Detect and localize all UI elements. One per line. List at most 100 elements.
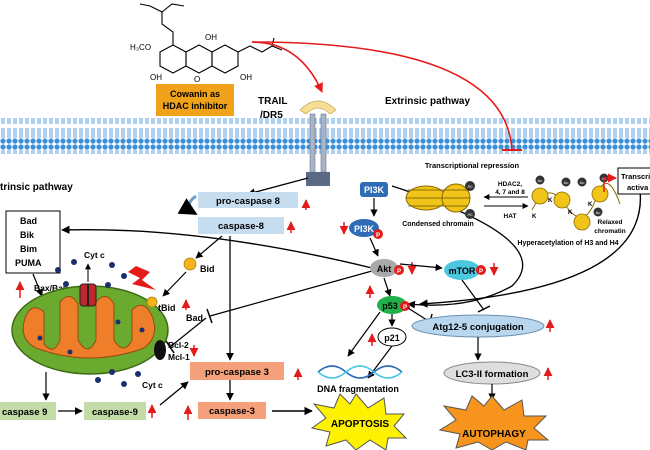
caspase8-to-bid-arrow — [195, 235, 223, 259]
transcription-activation-to-p53-arrow — [419, 189, 642, 308]
lysine-mark-3: K — [588, 202, 593, 208]
cowanin-to-receptor-arrow — [251, 41, 323, 93]
bik-label: Bik — [20, 230, 35, 240]
receptor-to-procaspase8-arrow — [247, 177, 309, 196]
lightning-bolt-icon — [128, 266, 156, 290]
transcription-activation-box — [617, 167, 650, 195]
methoxy-label: H₃CO — [130, 43, 151, 52]
autophagy-burst — [438, 395, 550, 450]
mtor-phospho — [476, 265, 486, 275]
atg-inhibition-bar — [477, 305, 491, 313]
mtor-label: mTOR — [449, 266, 476, 276]
pi3k-phospho — [373, 229, 383, 239]
lc3-label: LC3-II formation — [456, 369, 529, 380]
bad-inhibition-bar — [206, 308, 213, 324]
ketone-label: O — [194, 75, 200, 84]
cyt-c-bottom-label: Cyt c — [142, 380, 163, 390]
hyperacetylation-label: Hyperacetylation of H3 and H4 — [517, 240, 618, 247]
mtor-to-atg-inhibition — [461, 279, 485, 311]
cowanin-label-box — [156, 84, 234, 116]
bid-label: Bid — [200, 264, 215, 274]
caspase9-to-procaspase3-arrow — [159, 381, 189, 406]
bcl2-channel — [154, 340, 166, 360]
tbid-circle — [146, 296, 158, 308]
pro-caspase-9-box — [0, 402, 56, 420]
intrinsic-pathway-label: trinsic pathway — [0, 182, 73, 193]
ac-mark-5: Ac — [580, 180, 585, 185]
caspase-9-box — [84, 402, 146, 420]
relaxed-chromatin-label-line1: Relaxed — [598, 219, 623, 226]
bid-to-tbid-arrow — [162, 271, 187, 297]
pro-caspase-3-box — [190, 362, 284, 380]
oh-label-right: OH — [240, 73, 252, 82]
dna-fragmentation-label: DNA fragmentation — [317, 384, 399, 394]
mtor-ellipse — [444, 260, 480, 280]
caspase-8-box — [198, 217, 284, 234]
atg-label: Atg12-5 conjugation — [432, 322, 524, 333]
bid-circle — [183, 257, 197, 271]
trail-label: TRAIL — [258, 96, 287, 107]
condensed-chromatin-icon — [405, 181, 475, 219]
p53-ellipse — [377, 296, 407, 314]
pi3k-top-box — [360, 182, 388, 197]
tbid-label: tBid — [158, 303, 176, 313]
cowanin-label-line2: HDAC inhibitor — [163, 101, 228, 111]
bh3-proteins-box — [5, 210, 61, 274]
akt-phospho — [394, 265, 404, 275]
p53-phospho — [400, 301, 410, 311]
oh-label-left: OH — [150, 73, 162, 82]
bh3-to-mito-arrow — [32, 273, 43, 297]
lysine-mark-4: K — [532, 214, 537, 220]
cyt-c-top-label: Cyt c — [84, 250, 105, 260]
akt-phospho-label: P — [397, 269, 401, 275]
bad-label-box: Bad — [20, 216, 37, 226]
dr5-label: /DR5 — [260, 110, 283, 121]
lysine-mark-2: K — [568, 210, 573, 216]
transcription-activation-line1: Transcri — [621, 172, 650, 181]
cowanin-label-line1: Cowanin as — [170, 89, 220, 99]
puma-label: PUMA — [15, 258, 42, 268]
pro-caspase-3-label: pro-caspase 3 — [205, 367, 269, 378]
apoptosis-burst — [310, 393, 408, 450]
ac-mark-2: Ac — [467, 212, 473, 217]
pi3k-ellipse — [349, 219, 379, 237]
cowanin-to-hdac-line — [251, 41, 513, 151]
oh-label-top: OH — [205, 33, 217, 42]
hdac-label-line2: 4, 7 and 8 — [495, 189, 525, 196]
p53-to-dna-arrow — [347, 311, 381, 357]
akt-to-bad-inhibition — [209, 270, 373, 317]
p53-phospho-label: P — [403, 305, 407, 311]
pi3k-to-akt-arrow — [369, 237, 379, 257]
transcriptional-repression-label: Transcriptional repression — [425, 161, 520, 170]
relaxed-chromatin-icon — [531, 173, 621, 231]
dna-helix-icon — [317, 365, 403, 379]
ac-mark-4: Ac — [564, 180, 569, 185]
trail-ligand — [299, 100, 337, 115]
transcription-activation-line2: activa — [627, 183, 649, 192]
pro-caspase-9-label: caspase 9 — [2, 407, 47, 418]
transcription-activation-arrow — [603, 173, 617, 192]
caspase-8-label: caspase-8 — [218, 221, 264, 232]
extrinsic-pathway-label: Extrinsic pathway — [385, 96, 470, 107]
ac-mark-1: Ac — [467, 184, 473, 189]
mitochondrial-cristae — [22, 296, 156, 359]
condensed-chromatin-label: Condensed chromain — [402, 221, 474, 228]
death-domain — [306, 172, 330, 186]
akt-to-bh3-arrow — [61, 225, 373, 269]
mtor-phospho-label: P — [479, 269, 483, 275]
autophagy-label: AUTOPHAGY — [462, 429, 526, 440]
lysine-mark-1: K — [548, 198, 553, 204]
caspase8-activation-curve — [177, 194, 198, 216]
bcl2-label: Bcl-2 — [168, 340, 189, 350]
dr5-receptor-right — [320, 113, 327, 173]
hdac-label-line1: HDAC2, — [498, 181, 522, 188]
ac-mark-3: Ac — [538, 178, 543, 183]
akt-ellipse — [370, 259, 398, 277]
caspase-9-label: caspase-9 — [92, 407, 138, 418]
pi3k-phospho-label: P — [376, 233, 380, 239]
cyt-c-dots — [37, 259, 145, 387]
caspase-3-box — [198, 402, 266, 419]
bcl2-inhibition-bar — [165, 340, 175, 354]
caspase-3-label: caspase-3 — [209, 406, 255, 417]
